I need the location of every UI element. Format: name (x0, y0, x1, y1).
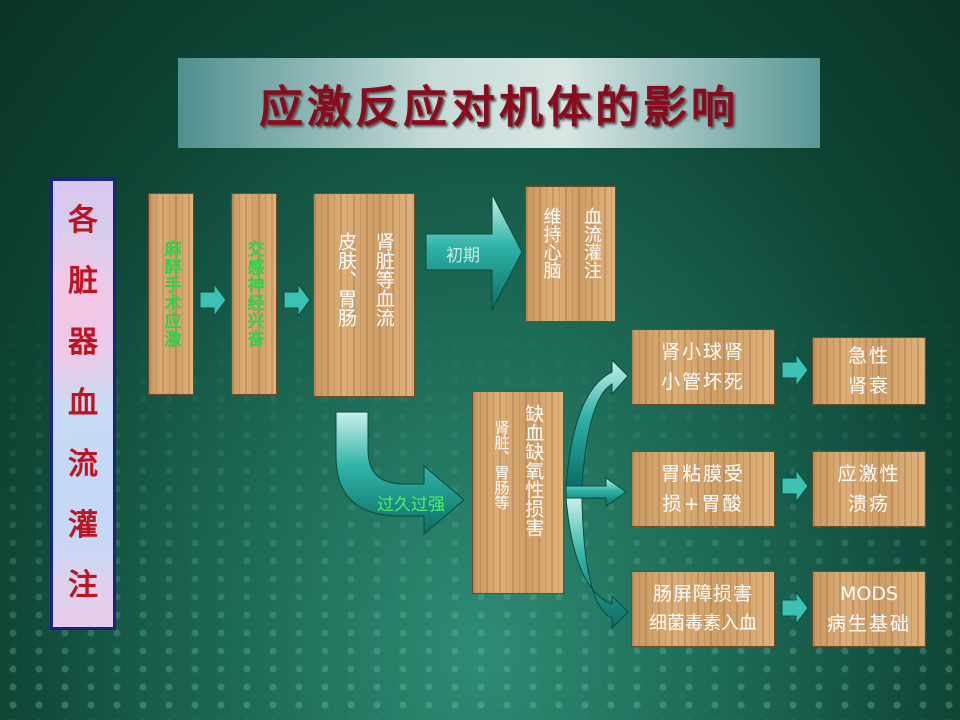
box-anesthesia-text: 麻醉手术应激 (160, 240, 181, 348)
out1-line1: 肾小球肾 (660, 340, 745, 363)
box-stress-ulcer: 应激性 溃疡 (812, 451, 926, 527)
arrow-2-icon (283, 282, 311, 318)
ischemia-col1: 缺血缺氧性损害 (522, 404, 545, 537)
left-label-char: 血 (68, 385, 98, 421)
left-label-char: 器 (68, 325, 98, 361)
ischemia-col2: 肾脏、胃肠等 (492, 420, 511, 510)
early-col1: 血流灌注 (581, 207, 602, 279)
res2-line2: 溃疡 (847, 493, 890, 515)
left-label-char: 各 (68, 203, 98, 239)
res3-line2: 病生基础 (826, 613, 911, 635)
label-early: 初期 (446, 246, 480, 266)
out3-line1: 肠屏障损害 (652, 583, 753, 606)
box-sympathetic: 交感神经兴奋 (231, 193, 277, 395)
early-col2: 维持心脑 (540, 207, 562, 279)
left-label-char: 流 (68, 446, 98, 482)
res2-line1: 应激性 (837, 462, 901, 485)
box-anesthesia-stress: 麻醉手术应激 (148, 193, 194, 395)
page-title: 应激反应对机体的影响 (259, 82, 739, 133)
branch-bracket-icon (565, 358, 629, 630)
box-acute-renal-failure: 急性 肾衰 (812, 337, 926, 405)
box-blood-flow-decrease: 肾脏等血流 皮肤、胃肠 (313, 193, 415, 397)
box-intestinal-barrier: 肠屏障损害 细菌毒素入血 (631, 571, 775, 647)
organ-perfusion-label: 各 脏 器 血 流 灌 注 (50, 178, 116, 630)
res3-line1: MODS (839, 582, 899, 605)
box-gastric-mucosa: 胃粘膜受 损+胃酸 (631, 451, 775, 527)
arrow-res2-icon (781, 468, 809, 504)
left-label-char: 注 (68, 568, 98, 604)
arrow-1-icon (199, 282, 227, 318)
box-renal-necrosis: 肾小球肾 小管坏死 (631, 329, 775, 405)
arrow-res1-icon (781, 352, 809, 388)
out1-line2: 小管坏死 (660, 371, 745, 393)
arrow-res3-icon (781, 590, 809, 626)
left-label-char: 脏 (68, 264, 98, 300)
out3-line2: 细菌毒素入血 (649, 612, 757, 634)
arrow-prolonged-icon (335, 411, 465, 536)
res1-line1: 急性 (847, 344, 890, 367)
box-mods: MODS 病生基础 (812, 571, 926, 647)
box3-col1: 肾脏等血流 (372, 232, 395, 327)
box-ischemia: 缺血缺氧性损害 肾脏、胃肠等 (472, 391, 564, 594)
left-label-char: 灌 (68, 507, 98, 543)
title-banner: 应激反应对机体的影响 (178, 58, 820, 148)
out2-line2: 损+胃酸 (662, 493, 744, 515)
arrow-early-icon (425, 193, 523, 311)
box-sympathetic-text: 交感神经兴奋 (243, 240, 264, 348)
box3-col2: 皮肤、胃肠 (335, 232, 357, 327)
out2-line1: 胃粘膜受 (660, 462, 745, 485)
label-prolonged: 过久过强 (377, 495, 445, 515)
box-early-effect: 血流灌注 维持心脑 (525, 186, 616, 322)
res1-line2: 肾衰 (847, 375, 890, 397)
